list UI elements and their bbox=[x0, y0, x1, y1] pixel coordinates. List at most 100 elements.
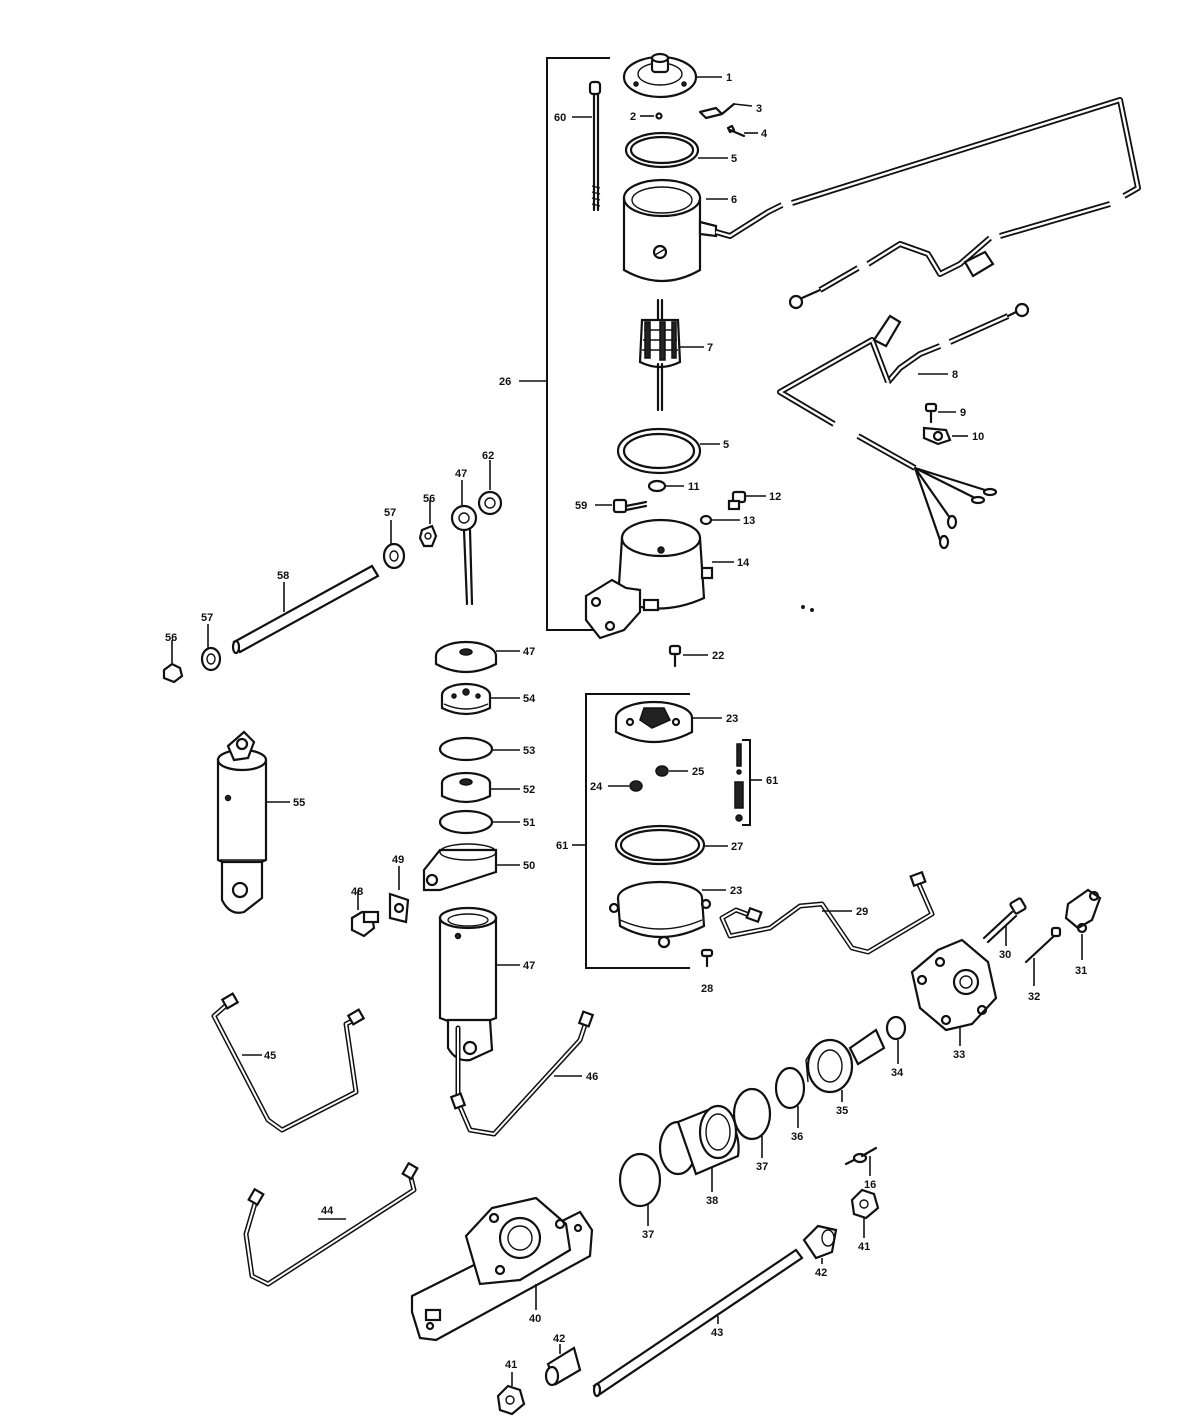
bracket-assembly-61 bbox=[572, 693, 690, 969]
part-nut-56-upper bbox=[418, 524, 438, 548]
part-screw-32 bbox=[1024, 926, 1062, 964]
callout-42b: 42 bbox=[553, 1333, 565, 1345]
callout-16: 16 bbox=[864, 1179, 876, 1191]
callout-14: 14 bbox=[737, 557, 750, 569]
callout-28: 28 bbox=[701, 983, 713, 995]
callout-29: 29 bbox=[856, 906, 868, 918]
callout-24: 24 bbox=[590, 781, 603, 793]
part-motor-base bbox=[584, 518, 714, 640]
part-oring-36 bbox=[774, 1066, 806, 1110]
part-piston-52 bbox=[440, 771, 492, 804]
callout-38: 38 bbox=[706, 1195, 718, 1207]
part-oring-51 bbox=[438, 809, 494, 835]
part-washer-11 bbox=[647, 479, 667, 493]
part-screw-28 bbox=[700, 948, 714, 968]
callout-2: 2 bbox=[630, 111, 636, 123]
part-tube-29 bbox=[719, 870, 935, 955]
part-ball bbox=[655, 112, 663, 120]
part-fitting-42-upper bbox=[802, 1224, 838, 1260]
part-brush-clip bbox=[698, 102, 736, 120]
bracket-assembly-26 bbox=[519, 57, 610, 631]
callout-40: 40 bbox=[529, 1313, 541, 1325]
part-bolt-30 bbox=[982, 897, 1027, 944]
part-clamp-10 bbox=[922, 426, 952, 446]
callout-5a: 5 bbox=[731, 153, 737, 165]
part-cylinder-47 bbox=[438, 906, 498, 1062]
part-screw-9 bbox=[924, 402, 938, 424]
part-nut-41-lower bbox=[496, 1384, 526, 1416]
part-small-screw bbox=[726, 124, 746, 138]
part-wire-harness-8 bbox=[777, 302, 1030, 550]
part-cylinder-head-50 bbox=[422, 843, 498, 892]
callout-49: 49 bbox=[392, 854, 404, 866]
part-sleeve-38 bbox=[658, 1104, 740, 1176]
part-rotor-35 bbox=[805, 1028, 886, 1094]
part-bushing-62 bbox=[477, 490, 503, 516]
part-tube-45 bbox=[211, 992, 366, 1133]
callout-46: 46 bbox=[586, 1071, 598, 1083]
part-trim-cylinder-55 bbox=[216, 730, 268, 914]
callout-34: 34 bbox=[891, 1067, 904, 1079]
callout-3: 3 bbox=[756, 103, 762, 115]
part-check-ball-24 bbox=[629, 780, 643, 792]
callout-57a: 57 bbox=[384, 507, 396, 519]
part-through-bolt bbox=[588, 80, 602, 212]
part-oring-27 bbox=[614, 824, 706, 866]
callout-11: 11 bbox=[688, 481, 700, 493]
callout-41b: 41 bbox=[505, 1359, 517, 1371]
part-motor-housing bbox=[622, 178, 718, 283]
part-check-ball-25 bbox=[655, 765, 669, 777]
callout-25: 25 bbox=[692, 766, 704, 778]
callout-22: 22 bbox=[712, 650, 724, 662]
part-oring-13 bbox=[699, 514, 713, 526]
callout-36: 36 bbox=[791, 1131, 803, 1143]
callout-56a: 56 bbox=[423, 493, 435, 505]
part-tube-46 bbox=[449, 1010, 595, 1137]
part-bracket-31 bbox=[1064, 888, 1102, 934]
callout-41a: 41 bbox=[858, 1241, 870, 1253]
part-end-cap bbox=[622, 52, 698, 99]
callout-60: 60 bbox=[554, 112, 566, 124]
part-manifold-40 bbox=[410, 1196, 594, 1342]
callout-13: 13 bbox=[743, 515, 755, 527]
part-plate-49 bbox=[388, 892, 410, 924]
callout-5b: 5 bbox=[723, 439, 729, 451]
part-nut-56-lower bbox=[162, 662, 184, 684]
callout-47c: 47 bbox=[523, 960, 535, 972]
callout-44: 44 bbox=[321, 1205, 334, 1217]
callout-9: 9 bbox=[960, 407, 966, 419]
callout-8: 8 bbox=[952, 369, 958, 381]
part-fitting-48 bbox=[350, 910, 380, 938]
part-pivot-pin-58 bbox=[231, 564, 380, 655]
callout-51: 51 bbox=[523, 817, 535, 829]
callout-55: 55 bbox=[293, 797, 305, 809]
callout-37a: 37 bbox=[756, 1161, 768, 1173]
part-clevis-upper-47 bbox=[450, 504, 478, 606]
callout-52: 52 bbox=[523, 784, 535, 796]
callout-labels: 1 2 3 4 5 5 6 7 8 9 10 11 12 13 14 16 22… bbox=[165, 72, 1087, 1371]
callout-30: 30 bbox=[999, 949, 1011, 961]
callout-50: 50 bbox=[523, 860, 535, 872]
part-plug-12 bbox=[727, 490, 747, 511]
callout-62: 62 bbox=[482, 450, 494, 462]
part-spring-valve-61 bbox=[734, 743, 744, 822]
part-oring-37-upper bbox=[732, 1087, 772, 1141]
part-piston-cap-47 bbox=[434, 640, 498, 674]
callout-37b: 37 bbox=[642, 1229, 654, 1241]
callout-42a: 42 bbox=[815, 1267, 827, 1279]
callout-56b: 56 bbox=[165, 632, 177, 644]
part-bolt-59 bbox=[612, 498, 648, 514]
callout-57b: 57 bbox=[201, 612, 213, 624]
part-oring-37-lower bbox=[618, 1152, 662, 1208]
callout-61b: 61 bbox=[766, 775, 778, 787]
callout-1: 1 bbox=[726, 72, 732, 84]
callout-26: 26 bbox=[499, 376, 511, 388]
callout-61a: 61 bbox=[556, 840, 568, 852]
callout-31: 31 bbox=[1075, 965, 1087, 977]
part-pump-lower-23 bbox=[608, 880, 712, 949]
callout-59: 59 bbox=[575, 500, 587, 512]
part-end-plug-54 bbox=[440, 682, 492, 716]
callout-54: 54 bbox=[523, 693, 536, 705]
callout-48: 48 bbox=[351, 886, 363, 898]
